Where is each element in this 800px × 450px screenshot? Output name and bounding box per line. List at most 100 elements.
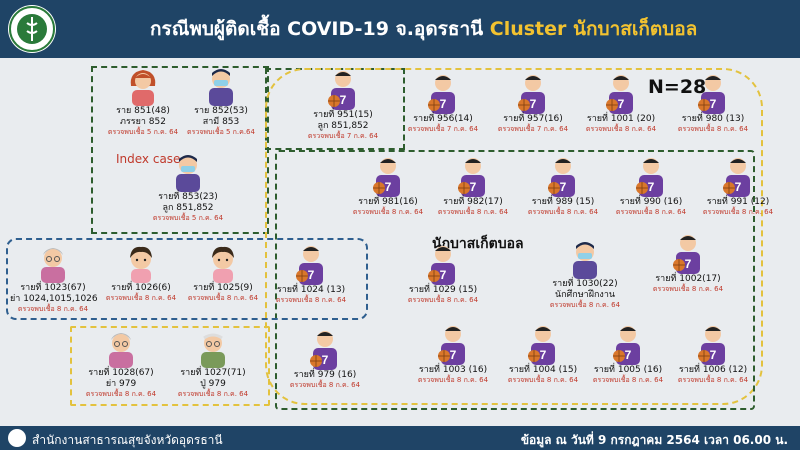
- case-id: รายที่ 957(16): [503, 114, 563, 124]
- case-confirmed-date: ตรวจพบเชื้อ 8 ก.ค. 64: [177, 390, 249, 398]
- svg-text:7: 7: [385, 180, 392, 194]
- case-confirmed-date: ตรวจพบเชื้อ 8 ก.ค. 64: [549, 301, 621, 309]
- case-confirmed-date: ตรวจพบเชื้อ 8 ก.ค. 64: [407, 296, 479, 304]
- case-confirmed-date: ตรวจพบเชื้อ 8 ก.ค. 64: [417, 376, 489, 384]
- case-relation: ลูก 851,852: [317, 121, 369, 131]
- case-id: รายที่ 1029 (15): [408, 285, 478, 295]
- ministry-of-public-health-logo-icon: [8, 5, 56, 53]
- svg-text:7: 7: [530, 97, 537, 111]
- child-icon: [180, 243, 266, 283]
- svg-text:7: 7: [440, 97, 447, 111]
- footer-update-time: ข้อมูล ณ วันที่ 9 กรกฎาคม 2564 เวลา 06.0…: [520, 433, 788, 447]
- masked-man-icon: [542, 239, 628, 279]
- case-id: รายที่ 1001 (20): [586, 114, 656, 124]
- svg-text:7: 7: [450, 348, 457, 362]
- case-relation: ลูก 851,852: [162, 203, 214, 213]
- case-confirmed-date: ตรวจพบเชื้อ 8 ก.ค. 64: [17, 305, 89, 313]
- case-node: 7 รายที่ 1006 (12)ตรวจพบเชื้อ 8 ก.ค. 64: [670, 323, 756, 385]
- header-bar: กรณีพบผู้ติดเชื้อ COVID-19 จ.อุดรธานี Cl…: [0, 0, 800, 58]
- case-relation: ย่า 1024,1015,1026: [10, 294, 98, 304]
- basketball-player-icon: 7: [585, 323, 671, 365]
- svg-text:7: 7: [322, 353, 329, 367]
- svg-text:7: 7: [560, 180, 567, 194]
- basketball-cluster-box: [265, 68, 763, 405]
- case-node: 7 รายที่ 1024 (13)ตรวจพบเชื้อ 8 ก.ค. 64: [268, 243, 354, 305]
- grandfather-icon: [170, 328, 256, 368]
- case-confirmed-date: ตรวจพบเชื้อ 7 ก.ค. 64: [307, 132, 379, 140]
- basketball-player-icon: 7: [282, 328, 368, 370]
- case-id: รายที่ 1004 (15): [508, 365, 578, 375]
- case-node: 7 รายที่ 1004 (15)ตรวจพบเชื้อ 8 ก.ค. 64: [500, 323, 586, 385]
- case-id: ราย 851(48): [116, 106, 170, 116]
- svg-text:7: 7: [470, 180, 477, 194]
- case-node: 7 รายที่ 1002(17)ตรวจพบเชื้อ 8 ก.ค. 64: [645, 232, 731, 294]
- case-confirmed-date: ตรวจพบเชื้อ 7 ก.ค. 64: [497, 125, 569, 133]
- case-node: 7 รายที่ 990 (16)ตรวจพบเชื้อ 8 ก.ค. 64: [608, 155, 694, 217]
- case-id: ราย 852(53): [194, 106, 248, 116]
- case-id: รายที่ 1025(9): [193, 283, 253, 293]
- case-relation: นักศึกษาฝึกงาน: [554, 290, 616, 300]
- family-group-box: [91, 66, 269, 234]
- case-confirmed-date: ตรวจพบเชื้อ 5 ก.ค.64: [187, 128, 255, 136]
- case-node: 7 รายที่ 989 (15)ตรวจพบเชื้อ 8 ก.ค. 64: [520, 155, 606, 217]
- basketball-player-icon: 7: [345, 155, 431, 197]
- case-confirmed-date: ตรวจพบเชื้อ 8 ก.ค. 64: [507, 376, 579, 384]
- basketball-player-icon: 7: [490, 72, 576, 114]
- case-node: 7 รายที่ 991 (12)ตรวจพบเชื้อ 8 ก.ค. 64: [695, 155, 781, 217]
- case-node: 7 รายที่ 981(16)ตรวจพบเชื้อ 8 ก.ค. 64: [345, 155, 431, 217]
- case-confirmed-date: ตรวจพบเชื้อ 8 ก.ค. 64: [677, 376, 749, 384]
- basketball-player-icon: 7: [430, 155, 516, 197]
- index-case-label: Index case: [116, 152, 181, 166]
- grandmother-icon: [10, 243, 96, 283]
- case-relation: ปู่ 979: [200, 379, 226, 389]
- case-confirmed-date: ตรวจพบเชื้อ 8 ก.ค. 64: [592, 376, 664, 384]
- svg-text:7: 7: [340, 93, 347, 107]
- grandmother-icon: [78, 328, 164, 368]
- case-confirmed-date: ตรวจพบเชื้อ 5 ก.ค. 64: [107, 128, 179, 136]
- woman-icon: [100, 66, 186, 106]
- case-confirmed-date: ตรวจพบเชื้อ 8 ก.ค. 64: [85, 390, 157, 398]
- case-node: 7 รายที่ 980 (13)ตรวจพบเชื้อ 8 ก.ค. 64: [670, 72, 756, 134]
- case-id: รายที่ 979 (16): [293, 370, 357, 380]
- basketball-player-icon: 7: [645, 232, 731, 274]
- case-confirmed-date: ตรวจพบเชื้อ 8 ก.ค. 64: [275, 296, 347, 304]
- case-id: รายที่ 951(15): [313, 110, 373, 120]
- case-node: 7 รายที่ 1005 (16)ตรวจพบเชื้อ 8 ก.ค. 64: [585, 323, 671, 385]
- case-node: รายที่ 1025(9)ตรวจพบเชื้อ 8 ก.ค. 64: [180, 243, 266, 303]
- case-id: รายที่ 1030(22): [552, 279, 618, 289]
- case-relation: สามี 853: [202, 117, 240, 127]
- svg-text:7: 7: [618, 97, 625, 111]
- svg-text:7: 7: [710, 348, 717, 362]
- footer-organization: สำนักงานสาธารณสุขจังหวัดอุดรธานี: [32, 433, 223, 447]
- case-confirmed-date: ตรวจพบเชื้อ 8 ก.ค. 64: [615, 208, 687, 216]
- basketball-player-icon: 7: [268, 243, 354, 285]
- basketball-player-icon: 7: [500, 323, 586, 365]
- basketball-player-icon: 7: [400, 243, 486, 285]
- case-confirmed-date: ตรวจพบเชื้อ 8 ก.ค. 64: [702, 208, 774, 216]
- case-node: รายที่ 1026(6)ตรวจพบเชื้อ 8 ก.ค. 64: [98, 243, 184, 303]
- basketball-player-icon: 7: [670, 323, 756, 365]
- basketball-player-icon: 7: [608, 155, 694, 197]
- basketball-player-icon: 7: [520, 155, 606, 197]
- case-id: รายที่ 956(14): [413, 114, 473, 124]
- basketball-player-icon: 7: [670, 72, 756, 114]
- case-id: รายที่ 1026(6): [111, 283, 171, 293]
- case-id: รายที่ 1006 (12): [678, 365, 748, 375]
- case-id: รายที่ 981(16): [358, 197, 418, 207]
- case-confirmed-date: ตรวจพบเชื้อ 8 ก.ค. 64: [105, 294, 177, 302]
- case-id: รายที่ 1003 (16): [418, 365, 488, 375]
- case-relation: ภรรยา 852: [120, 117, 166, 127]
- case-node: 7 รายที่ 1003 (16)ตรวจพบเชื้อ 8 ก.ค. 64: [410, 323, 496, 385]
- case-id: รายที่ 990 (16): [619, 197, 683, 207]
- case-confirmed-date: ตรวจพบเชื้อ 8 ก.ค. 64: [652, 285, 724, 293]
- case-id: รายที่ 982(17): [443, 197, 503, 207]
- case-confirmed-date: ตรวจพบเชื้อ 5 ก.ค. 64: [152, 214, 224, 222]
- case-node: 7 รายที่ 957(16)ตรวจพบเชื้อ 7 ก.ค. 64: [490, 72, 576, 134]
- masked-man-icon: [145, 152, 231, 192]
- masked-man-icon: [178, 66, 264, 106]
